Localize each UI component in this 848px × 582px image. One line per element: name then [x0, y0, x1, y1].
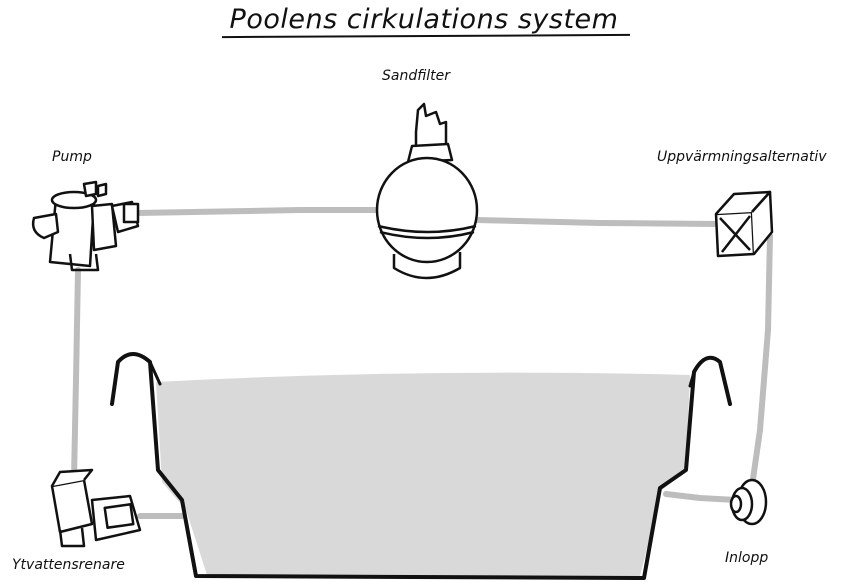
inlet-icon — [729, 478, 768, 526]
page-title: Poolens cirkulations system — [229, 4, 619, 35]
pool-wall-inner — [148, 360, 696, 388]
pipe-inlet-to-pool — [663, 491, 739, 503]
skimmer-label: Ytvattensrenare — [12, 557, 125, 573]
pipes — [71, 207, 773, 519]
pipe-skimmer-to-pump — [71, 267, 81, 481]
sandfilter-label: Sandfilter — [382, 68, 451, 84]
pipe-heater-to-inlet — [749, 233, 773, 489]
pipe-filter-to-heater — [473, 217, 721, 227]
pool-water — [156, 372, 690, 578]
pump-icon — [31, 180, 140, 272]
heater-label: Uppvärmningsalternativ — [657, 149, 827, 165]
skimmer-icon — [50, 468, 142, 548]
pump-label: Pump — [52, 149, 92, 165]
heater-icon — [714, 190, 774, 258]
pipe-pump-to-filter — [135, 207, 381, 216]
inlet-label: Inlopp — [725, 550, 769, 566]
pool — [110, 352, 732, 580]
pool-wall — [110, 352, 732, 580]
sandfilter-icon — [375, 102, 479, 280]
